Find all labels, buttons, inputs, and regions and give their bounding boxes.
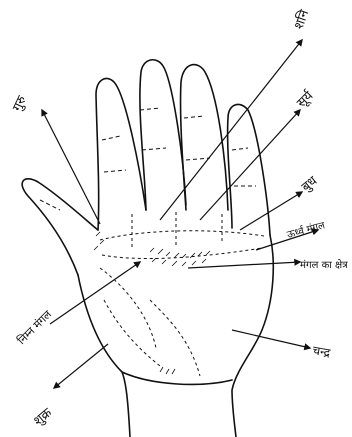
arrow-sun	[200, 110, 300, 220]
mount-labels: गुरु शनि सूर्य बुध ऊर्ध्व मंगल मंगल का क…	[10, 7, 348, 429]
label-plain-of-mars: मंगल का क्षेत्र	[300, 259, 348, 271]
label-mercury: बुध	[299, 173, 321, 195]
label-venus: शुक्र	[31, 405, 56, 429]
arrow-moon	[232, 330, 310, 348]
arrow-plain-of-mars	[188, 262, 300, 268]
arrow-venus	[54, 344, 108, 388]
label-moon: चन्द्र	[311, 343, 331, 360]
shaded-area	[94, 232, 210, 374]
palm-lines	[100, 212, 264, 376]
label-sun: सूर्य	[294, 87, 318, 111]
hand-outline	[22, 60, 273, 437]
label-jupiter: गुरु	[10, 93, 30, 113]
label-saturn: शनि	[291, 7, 313, 31]
arrow-mercury	[240, 192, 302, 230]
label-lower-mars: निम्न मंगल	[15, 307, 55, 347]
label-upper-mars: ऊर्ध्व मंगल	[286, 219, 327, 241]
